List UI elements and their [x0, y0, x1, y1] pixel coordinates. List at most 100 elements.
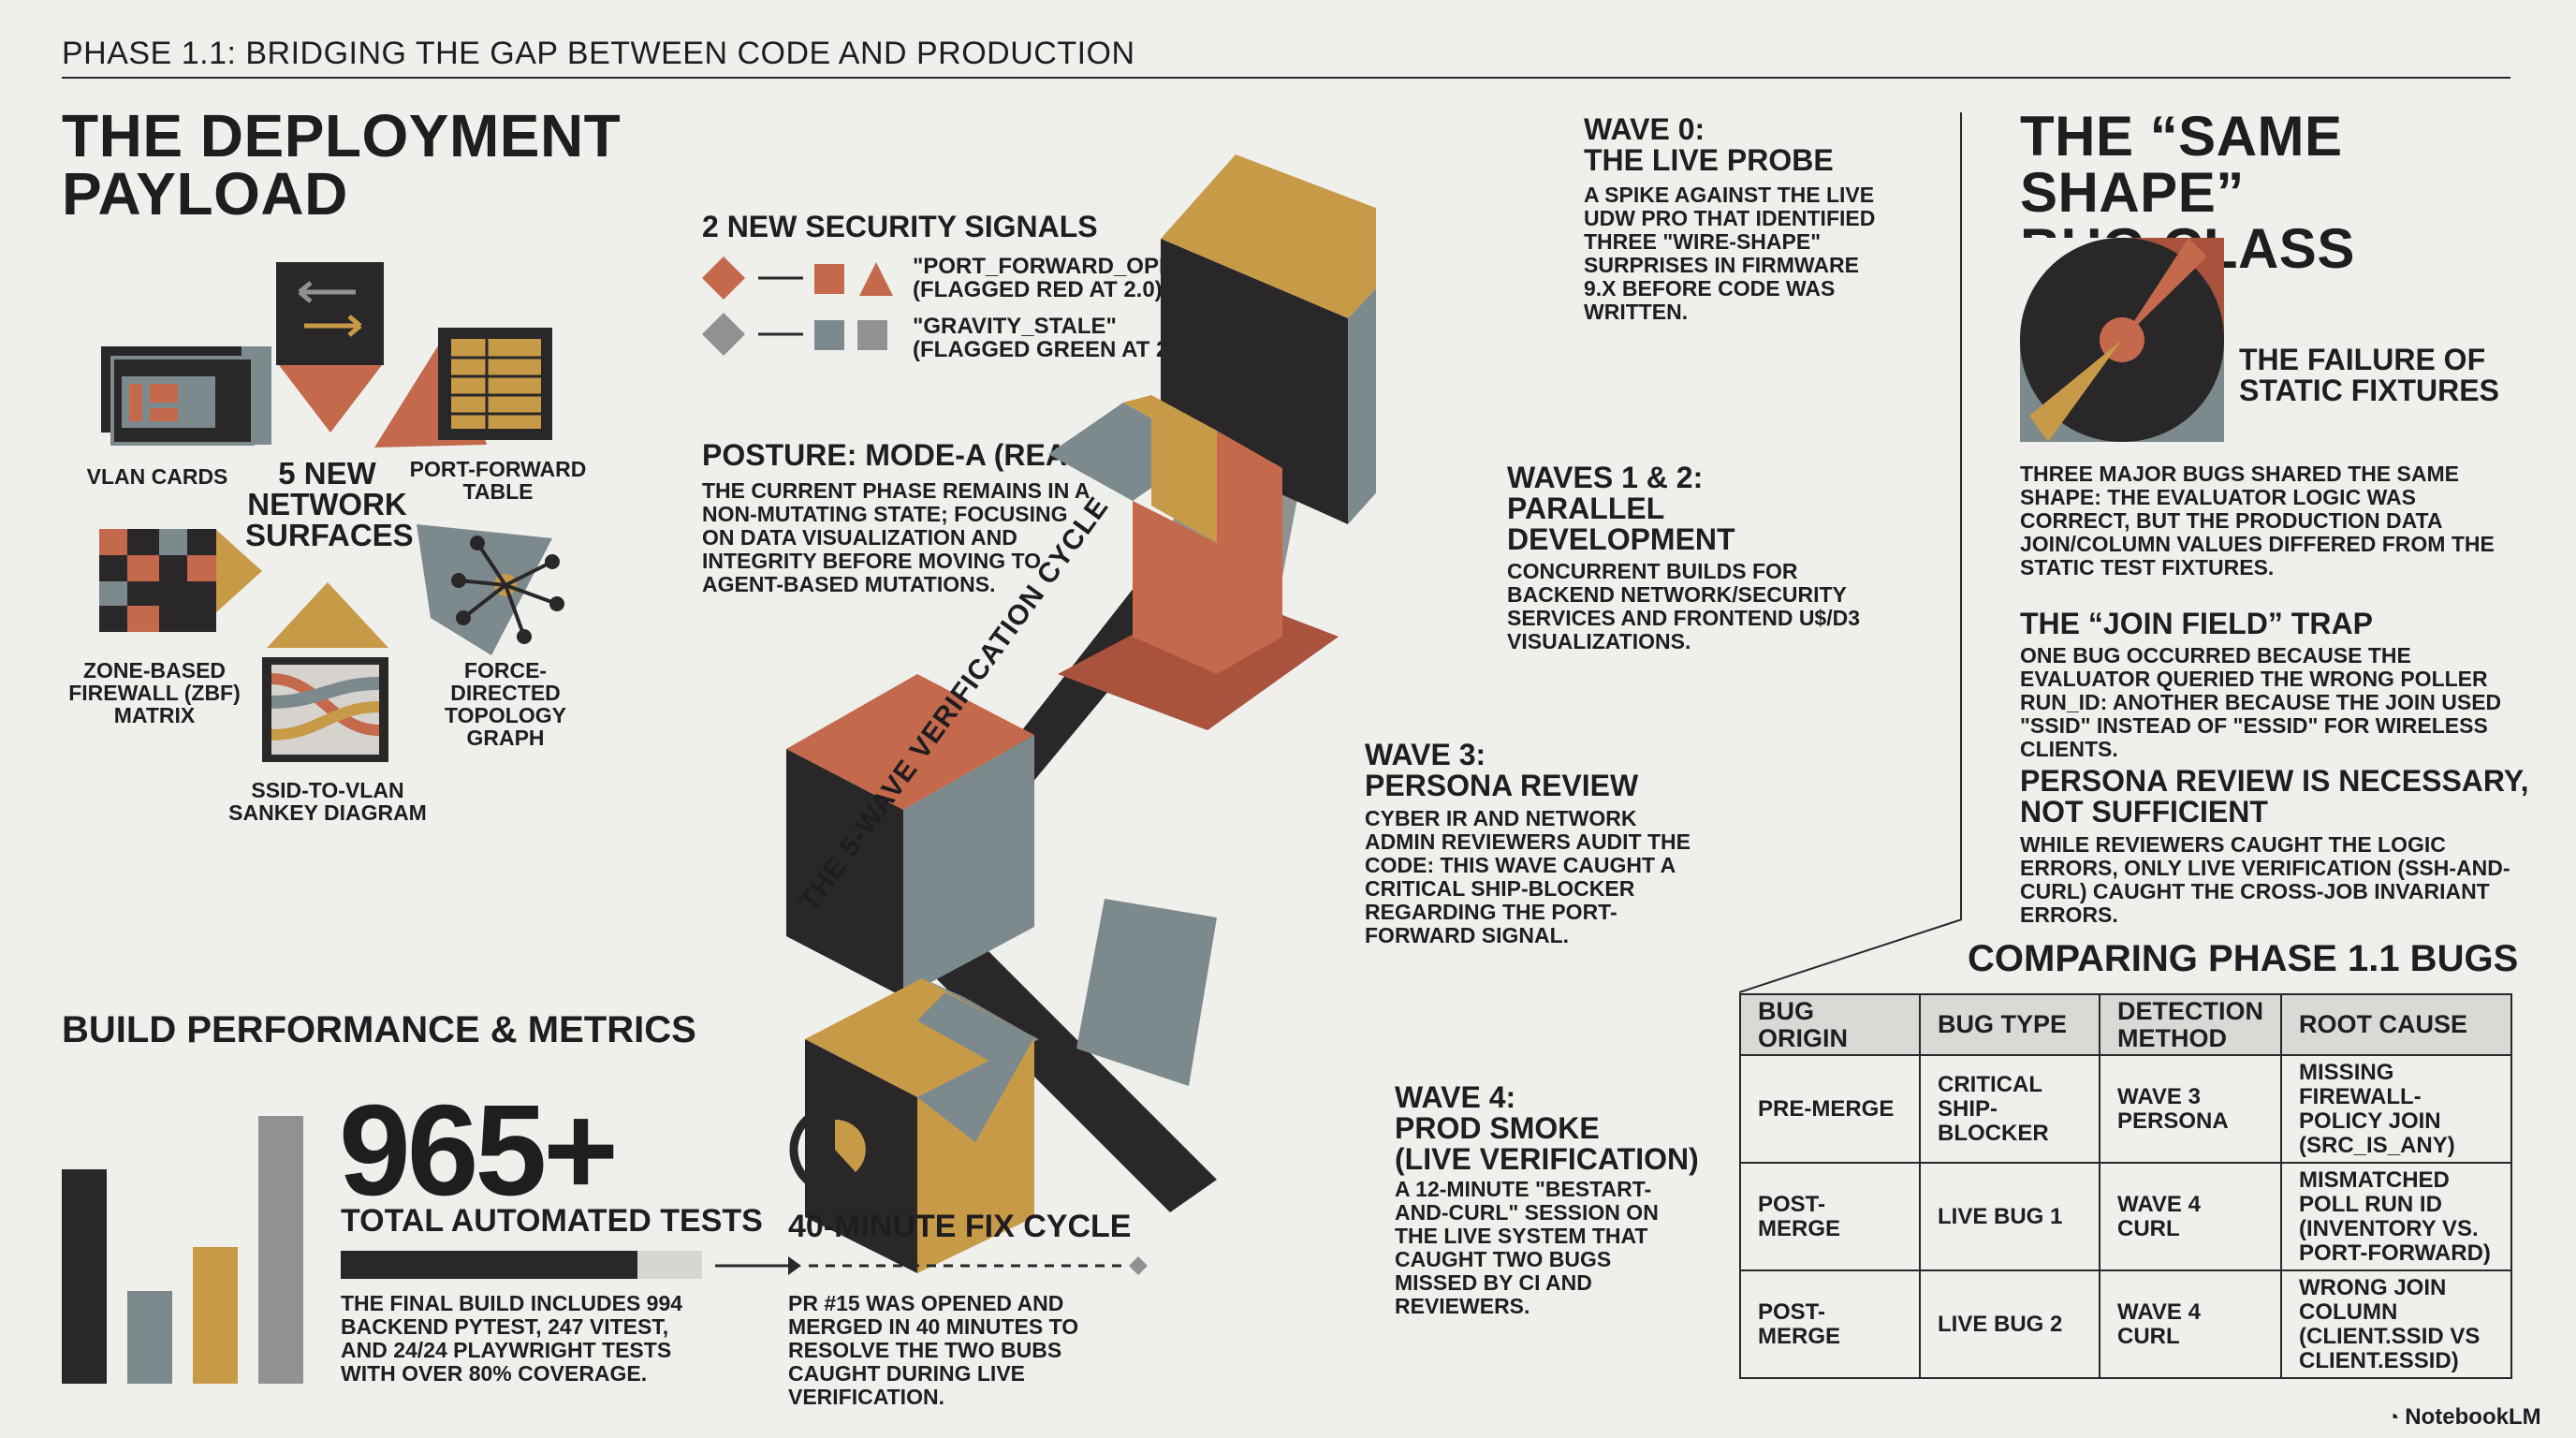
surface-label-vlan-cards: VLAN CARDS [86, 464, 228, 489]
wave-4-title-line2: PROD SMOKE [1395, 1111, 1600, 1145]
waves-1-2-title-line3: DEVELOPMENT [1507, 522, 1735, 556]
section-divider [1960, 112, 1962, 919]
wave-0-text: A SPIKE AGAINST THE LIVE UDW PRO THAT ID… [1584, 183, 1876, 324]
table-row: PRE-MERGE CRITICAL SHIP-BLOCKER WAVE 3 P… [1739, 1054, 2512, 1165]
surface-label-topology: FORCE-DIRECTED TOPOLOGY GRAPH [445, 658, 566, 750]
waves-1-2-cube-icon [1048, 395, 1282, 674]
posture-text: THE CURRENT PHASE REMAINS IN A NON-MUTAT… [702, 478, 1090, 596]
wave-4-title: WAVE 4: PROD SMOKE (LIVE VERIFICATION) [1395, 1082, 1699, 1175]
cell-bug-type: LIVE BUG 2 [1919, 1269, 2100, 1379]
bugclass-intro: THREE MAJOR BUGS SHARED THE SAME SHAPE: … [2020, 462, 2495, 580]
signal-red-diamond-icon [702, 257, 745, 300]
join-field-trap-text: ONE BUG OCCURRED BECAUSE THE EVALUATOR Q… [2020, 643, 2502, 761]
payload-title: THE DEPLOYMENT PAYLOAD [62, 102, 622, 224]
cell-bug-type: CRITICAL SHIP-BLOCKER [1919, 1054, 2100, 1165]
coverage-bar-track [341, 1251, 702, 1279]
table-row: POST-MERGE LIVE BUG 1 WAVE 4 CURL MISMAT… [1739, 1162, 2512, 1272]
network-surfaces-diagram [99, 262, 564, 762]
metrics-description: THE FINAL BUILD INCLUDES 994 BACKEND PYT… [341, 1291, 683, 1386]
wave-0-title: WAVE 0: THE LIVE PROBE [1584, 114, 1834, 176]
page-header-title: PHASE 1.1: BRIDGING THE GAP BETWEEN CODE… [62, 36, 1135, 71]
static-fixtures-line2: STATIC FIXTURES [2239, 374, 2499, 407]
header-detection-method: DETECTION METHOD [2098, 992, 2283, 1057]
join-field-trap-title: THE “JOIN FIELD” TRAP [2020, 607, 2373, 640]
waves-1-2-text: CONCURRENT BUILDS FOR BACKEND NETWORK/SE… [1507, 559, 1861, 653]
firewall-matrix-icon [99, 529, 262, 632]
static-fixtures-title: THE FAILURE OF STATIC FIXTURES [2239, 345, 2499, 406]
header-bug-origin: BUG ORIGIN [1739, 992, 1921, 1057]
topology-graph-icon [417, 524, 564, 655]
cell-bug-origin: PRE-MERGE [1739, 1054, 1921, 1165]
static-fixture-icon [2020, 238, 2224, 442]
signal-port-forward-desc: (FLAGGED RED AT 2.0) [913, 277, 1163, 302]
persona-review-title-line1: PERSONA REVIEW IS NECESSARY, [2020, 764, 2529, 798]
total-tests-number: 965+ [339, 1078, 619, 1223]
metric-bar [258, 1116, 303, 1384]
cell-bug-origin: POST-MERGE [1739, 1269, 1921, 1379]
metric-bar [127, 1291, 172, 1384]
sankey-diagram-icon [262, 582, 388, 762]
wave-3-title-line2: PERSONA REVIEW [1365, 769, 1639, 802]
cell-root-cause: MISSING FIREWALL-POLICY JOIN (SRC_IS_ANY… [2280, 1054, 2512, 1165]
payload-title-line1: THE DEPLOYMENT [62, 102, 622, 169]
signals-title: 2 NEW SECURITY SIGNALS [702, 210, 1098, 243]
header-rule [62, 77, 2510, 79]
static-fixtures-line1: THE FAILURE OF [2239, 343, 2486, 376]
wave-3-title-line1: WAVE 3: [1365, 738, 1486, 771]
cell-root-cause: MISMATCHED POLL RUN ID (INVENTORY VS. PO… [2280, 1162, 2512, 1272]
signal-port-forward: "PORT_FORWARD_OPEN" (FLAGGED RED AT 2.0) [913, 255, 1201, 301]
cell-bug-type: LIVE BUG 1 [1919, 1162, 2100, 1272]
signal-gravity-name: "GRAVITY_STALE" [913, 314, 1117, 339]
persona-review-title: PERSONA REVIEW IS NECESSARY, NOT SUFFICI… [2020, 766, 2529, 828]
metric-bar [62, 1169, 107, 1384]
header-bug-type: BUG TYPE [1919, 992, 2100, 1057]
port-forward-table-icon [374, 328, 552, 448]
persona-review-title-line2: NOT SUFFICIENT [2020, 795, 2268, 829]
wave-0-title-line2: THE LIVE PROBE [1584, 143, 1834, 177]
table-header-row: BUG ORIGIN BUG TYPE DETECTION METHOD ROO… [1739, 992, 2512, 1057]
signal-red-triangle-icon [859, 262, 893, 296]
signal-gray-diamond-icon [702, 313, 745, 356]
signal-shapes [702, 257, 893, 356]
fix-cycle-graphic [715, 1104, 1148, 1275]
surface-label-sankey: SSID-TO-VLAN SANKEY DIAGRAM [228, 778, 427, 825]
divider-connector [1739, 919, 1963, 993]
wave-4-text: A 12-MINUTE "BESTART-AND-CURL" SESSION O… [1395, 1177, 1659, 1318]
signal-gray-square-icon [857, 320, 887, 350]
brand-name: NotebookLM [2405, 1404, 2541, 1430]
center-line3: SURFACES [245, 518, 414, 552]
bugclass-title-line1: THE “SAME SHAPE” [2020, 105, 2343, 224]
total-tests-label: TOTAL AUTOMATED TESTS [341, 1203, 763, 1239]
cell-detection-method: WAVE 4 CURL [2098, 1269, 2283, 1379]
metrics-title: BUILD PERFORMANCE & METRICS [62, 1009, 696, 1050]
signal-port-forward-name: "PORT_FORWARD_OPEN" [913, 254, 1201, 279]
cell-detection-method: WAVE 3 PERSONA [2098, 1054, 2283, 1165]
cell-detection-method: WAVE 4 CURL [2098, 1162, 2283, 1272]
wave-cycle-graphic [786, 154, 1376, 1273]
waves-1-2-title-line2: PARALLEL [1507, 492, 1665, 525]
waves-1-2-title-line1: WAVES 1 & 2: [1507, 461, 1704, 494]
brand-mark: ◔ NotebookLM [2387, 1404, 2541, 1431]
coverage-bar-fill [341, 1251, 637, 1279]
fix-cycle-title: 40-MINUTE FIX CYCLE [788, 1209, 1132, 1244]
wave-3-text: CYBER IR AND NETWORK ADMIN REVIEWERS AUD… [1365, 806, 1690, 947]
metric-bar [193, 1247, 238, 1384]
signal-red-square-icon [814, 264, 844, 294]
table-row: POST-MERGE LIVE BUG 2 WAVE 4 CURL WRONG … [1739, 1269, 2512, 1379]
persona-review-text: WHILE REVIEWERS CAUGHT THE LOGIC ERRORS,… [2020, 832, 2510, 927]
waves-1-2-title: WAVES 1 & 2: PARALLEL DEVELOPMENT [1507, 462, 1735, 555]
header-root-cause: ROOT CAUSE [2280, 992, 2512, 1057]
comparison-title: COMPARING PHASE 1.1 BUGS [1968, 938, 2519, 979]
wave-3-title: WAVE 3: PERSONA REVIEW [1365, 740, 1638, 801]
center-line2: NETWORK [247, 487, 407, 521]
center-line1: 5 NEW [278, 456, 376, 491]
notebooklm-logo-icon: ◔ [2387, 1405, 2400, 1429]
wave-0-title-line1: WAVE 0: [1584, 112, 1705, 146]
transfer-arrows-icon [276, 262, 384, 433]
fix-cycle-description: PR #15 WAS OPENED AND MERGED IN 40 MINUT… [788, 1291, 1079, 1409]
cell-root-cause: WRONG JOIN COLUMN (CLIENT.SSID VS CLIENT… [2280, 1269, 2512, 1379]
stopwatch-icon [789, 1104, 881, 1196]
metrics-bar-graphic [62, 1116, 303, 1384]
bug-comparison-table: BUG ORIGIN BUG TYPE DETECTION METHOD ROO… [1739, 992, 2512, 1379]
signal-slate-square-icon [814, 320, 844, 350]
